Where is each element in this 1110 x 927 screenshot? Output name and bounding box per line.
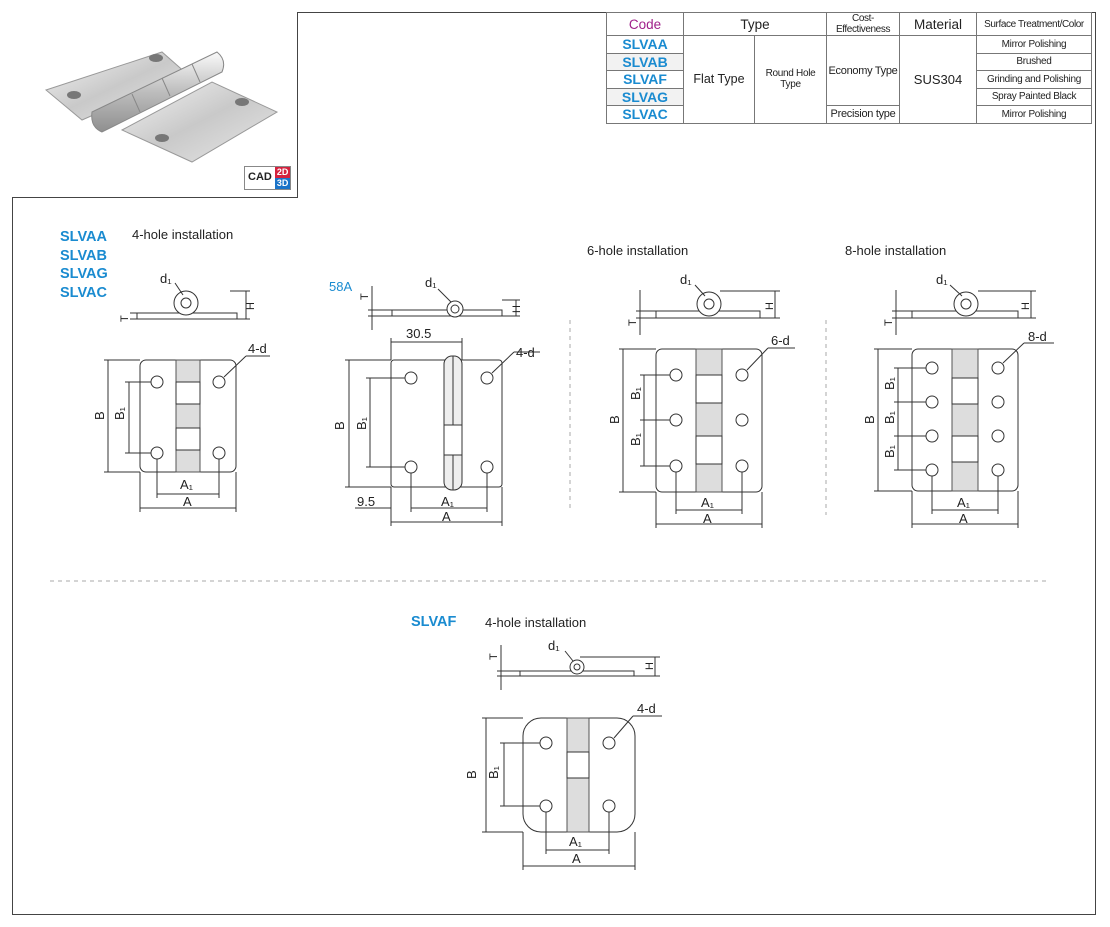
code-slvac: SLVAC bbox=[606, 105, 684, 124]
dim-d1-1: d₁ bbox=[160, 271, 172, 286]
code-group-slvac: SLVAC bbox=[60, 284, 107, 301]
dim-t-3: T bbox=[627, 319, 639, 326]
drawing-slvaf bbox=[482, 645, 662, 870]
dim-b-5: B bbox=[464, 770, 479, 779]
dim-b1-1: B₁ bbox=[112, 406, 127, 420]
dim-a1-4: A₁ bbox=[957, 495, 971, 510]
dim-b-2: B bbox=[332, 421, 347, 430]
note-58a: 58A bbox=[329, 279, 353, 294]
type-flat: Flat Type bbox=[683, 35, 755, 124]
drawing-6-hole bbox=[619, 284, 795, 528]
spec-table: Code Type Cost-Effectiveness Material Su… bbox=[606, 12, 1092, 124]
header-code: Code bbox=[606, 12, 684, 36]
header-surface: Surface Treatment/Color bbox=[976, 12, 1092, 36]
dim-t-2: T bbox=[359, 293, 371, 300]
dim-b-1: B bbox=[92, 411, 107, 420]
dim-t-1: T bbox=[119, 315, 131, 322]
dim-a1-5: A₁ bbox=[569, 834, 583, 849]
cost-precision: Precision type bbox=[826, 105, 900, 124]
dim-b1-4a: B₁ bbox=[882, 376, 897, 390]
code-slvaf: SLVAF bbox=[606, 70, 684, 89]
type-round: Round Hole Type bbox=[754, 35, 827, 124]
drawing-4-hole bbox=[104, 282, 270, 512]
code-label-slvaf: SLVAF bbox=[411, 614, 457, 630]
drawing-frame bbox=[12, 12, 1096, 915]
drawing-8-hole bbox=[874, 284, 1054, 528]
drawing-58a bbox=[345, 286, 540, 526]
dim-95: 9.5 bbox=[357, 494, 375, 509]
dim-hole-3: 6-d bbox=[771, 333, 790, 348]
dim-b1-2: B₁ bbox=[354, 416, 369, 430]
label-6-hole: 6-hole installation bbox=[587, 243, 689, 258]
code-group-slvaa: SLVAA bbox=[60, 229, 107, 245]
dim-305: 30.5 bbox=[406, 326, 431, 341]
dim-b1-4b: B₁ bbox=[882, 410, 897, 424]
dim-b-4: B bbox=[862, 415, 877, 424]
code-group-slvab: SLVAB bbox=[60, 247, 107, 264]
label-4-hole: 4-hole installation bbox=[132, 227, 234, 242]
code-group: SLVAA SLVAB SLVAG SLVAC bbox=[60, 228, 108, 302]
dim-t-4: T bbox=[883, 319, 895, 326]
dim-h-5: H bbox=[644, 662, 656, 670]
dim-h-4: H bbox=[1020, 302, 1032, 310]
surface-mirror: Mirror Polishing bbox=[976, 35, 1092, 54]
cad-label: CAD bbox=[248, 171, 272, 183]
dim-a-4: A bbox=[959, 511, 968, 526]
dim-b1-5: B₁ bbox=[486, 765, 501, 779]
label-8-hole: 8-hole installation bbox=[845, 243, 947, 258]
material-sus304: SUS304 bbox=[899, 35, 977, 124]
cost-economy: Economy Type bbox=[826, 35, 900, 106]
dim-hole-2: 4-d bbox=[516, 345, 535, 360]
dim-t-5: T bbox=[488, 653, 500, 660]
cad-badge[interactable]: CAD 2D 3D bbox=[244, 166, 292, 190]
dim-hole-5: 4-d bbox=[637, 701, 656, 716]
dim-b-3: B bbox=[607, 415, 622, 424]
dim-d1-3: d₁ bbox=[680, 272, 692, 287]
dim-a1-3: A₁ bbox=[701, 495, 715, 510]
hinge-photo bbox=[44, 51, 279, 163]
dim-b1-4c: B₁ bbox=[882, 444, 897, 458]
dim-hole-4: 8-d bbox=[1028, 329, 1047, 344]
dim-a-1: A bbox=[183, 494, 192, 509]
dim-d1-5: d₁ bbox=[548, 638, 560, 653]
cad-2d-label: 2D bbox=[274, 167, 291, 178]
dim-a-2: A bbox=[442, 509, 451, 524]
dim-a-3: A bbox=[703, 511, 712, 526]
code-slvab: SLVAB bbox=[606, 52, 684, 71]
dim-a1-2: A₁ bbox=[441, 494, 455, 509]
dim-h-3: H bbox=[764, 302, 776, 310]
dim-d1-4: d₁ bbox=[936, 272, 948, 287]
dim-a-5: A bbox=[572, 851, 581, 866]
cad-3d-label: 3D bbox=[274, 178, 291, 189]
dim-hole-1: 4-d bbox=[248, 341, 267, 356]
dim-d1-2: d₁ bbox=[425, 275, 437, 290]
code-group-slvag: SLVAG bbox=[60, 266, 108, 282]
dim-b1-3a: B₁ bbox=[628, 386, 643, 400]
surface-mirror-2: Mirror Polishing bbox=[976, 105, 1092, 124]
header-material: Material bbox=[899, 12, 977, 36]
dim-h-2: H bbox=[511, 305, 523, 313]
dim-a1-1: A₁ bbox=[180, 477, 194, 492]
dim-b1-3b: B₁ bbox=[628, 432, 643, 446]
label-4-hole-slvaf: 4-hole installation bbox=[485, 615, 587, 630]
header-cost: Cost-Effectiveness bbox=[826, 12, 900, 36]
dim-h-1: H bbox=[245, 302, 257, 310]
